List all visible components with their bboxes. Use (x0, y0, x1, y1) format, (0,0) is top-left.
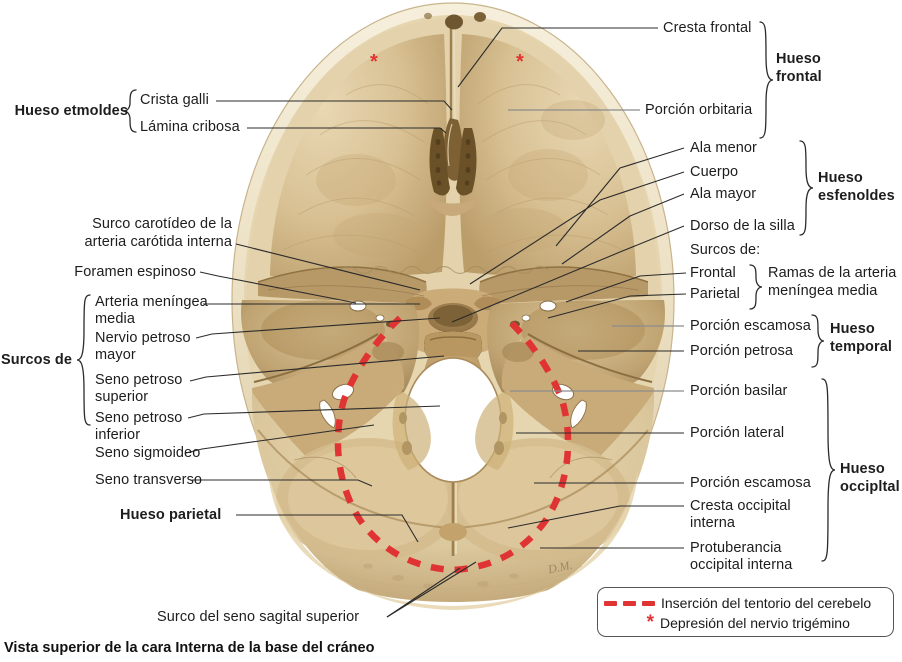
label-seno-petroso-superior-line1: Seno petroso (95, 372, 183, 388)
group-label-hueso-temporal-line2: temporal (830, 339, 893, 355)
label-lamina-cribosa: Lámina cribosa (140, 119, 240, 135)
label-seno-sigmoideo: Seno sigmoideo (95, 445, 201, 461)
label-cresta-frontal: Cresta frontal (663, 20, 752, 36)
label-parietal: Parietal (690, 286, 740, 302)
label-seno-petroso-inferior-line2: inferior (95, 427, 141, 443)
label-surco-seno-sagital-superior: Surco del seno sagital superior (157, 609, 360, 625)
group-label-hueso-frontal-line2: frontal (776, 69, 822, 85)
label-frontal: Frontal (690, 265, 736, 281)
legend-item-trigemino: * Depresión del nervio trigémino (598, 613, 885, 633)
trigeminal-asterisk-left: * (370, 51, 378, 73)
label-surco-carotideo-line2: arteria carótida interna (84, 234, 232, 250)
group-label-ramas-line2: meníngea media (768, 283, 878, 299)
label-porcion-escamosa-occipital: Porción escamosa (690, 475, 811, 491)
group-label-ramas-line1: Ramas de la arteria (768, 265, 897, 281)
label-surcos-de-right: Surcos de: (690, 242, 761, 258)
label-porcion-escamosa-temporal: Porción escamosa (690, 318, 811, 334)
group-label-surcos-de-left: Surcos de (0, 352, 72, 368)
label-cresta-occipital-interna-line1: Cresta occipital (690, 498, 791, 514)
label-cresta-occipital-interna-line2: interna (690, 515, 736, 531)
label-porcion-petrosa: Porción petrosa (690, 343, 794, 359)
trigeminal-asterisk-right: * (516, 51, 524, 73)
label-seno-petroso-superior-line2: superior (95, 389, 149, 405)
label-porcion-lateral: Porción lateral (690, 425, 785, 441)
label-hueso-parietal: Hueso parietal (120, 507, 222, 523)
figure-caption: Vista superior de la cara Interna de la … (4, 640, 375, 656)
label-porcion-orbitaria: Porción orbitaria (645, 102, 753, 118)
group-label-hueso-esfenoides-line2: esfenoldes (818, 188, 895, 204)
label-protuberancia-occipital-interna-line1: Protuberancia (690, 540, 782, 556)
label-ala-mayor: Ala mayor (690, 186, 757, 202)
legend-box: Inserción del tentorio del cerebelo * De… (597, 587, 894, 637)
label-cuerpo: Cuerpo (690, 164, 739, 180)
group-label-hueso-temporal-line1: Hueso (830, 321, 875, 337)
label-arteria-meningea-media-line2: media (95, 311, 135, 327)
legend-item-tentorio: Inserción del tentorio del cerebelo (598, 593, 885, 613)
label-foramen-espinoso: Foramen espinoso (74, 264, 196, 280)
label-surco-carotideo-line1: Surco carotídeo de la (92, 216, 232, 232)
label-seno-transverso: Seno transverso (95, 472, 203, 488)
red-asterisk-icon: * (646, 612, 654, 633)
label-seno-petroso-inferior-line1: Seno petroso (95, 410, 183, 426)
group-label-hueso-esfenoides-line1: Hueso (818, 170, 863, 186)
legend-item-tentorio-label: Inserción del tentorio del cerebelo (661, 595, 872, 611)
group-label-hueso-etmoides: Hueso etmoldes (14, 103, 128, 119)
label-dorso-de-la-silla: Dorso de la silla (690, 218, 795, 234)
legend-item-trigemino-label: Depresión del nervio trigémino (660, 615, 850, 631)
skull-base-illustration: * * D.M. (228, 0, 678, 612)
group-label-hueso-occipital-line1: Hueso (840, 461, 885, 477)
group-label-hueso-occipital-line2: occipltal (840, 479, 900, 495)
label-ala-menor: Ala menor (690, 140, 757, 156)
label-nervio-petroso-mayor-line1: Nervio petroso (95, 330, 191, 346)
dashed-red-line-icon (598, 593, 655, 613)
label-porcion-basilar: Porción basilar (690, 383, 788, 399)
group-label-hueso-frontal-line1: Hueso (776, 51, 821, 67)
label-arteria-meningea-media-line1: Arteria meníngea (95, 294, 208, 310)
label-nervio-petroso-mayor-line2: mayor (95, 347, 136, 363)
label-crista-galli: Crista galli (140, 92, 209, 108)
label-protuberancia-occipital-interna-line2: occipital interna (690, 557, 793, 573)
